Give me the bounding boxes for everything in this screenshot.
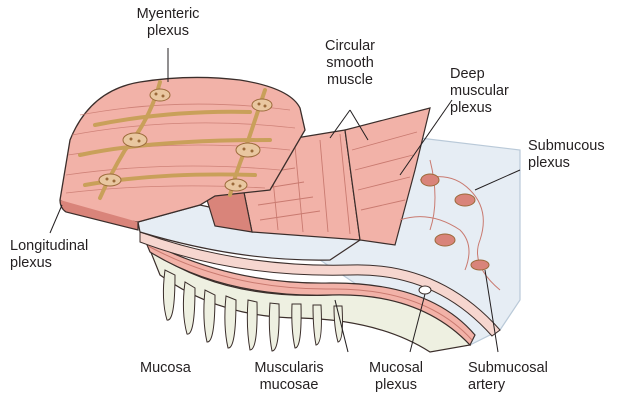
label-mucosa: Mucosa	[140, 360, 191, 377]
artery-cross-section	[419, 286, 431, 294]
label-submucosal-artery: Submucosal artery	[468, 360, 548, 394]
label-longitudinal-plexus: Longitudinal plexus	[10, 238, 88, 272]
label-submucous-plexus: Submucous plexus	[528, 138, 605, 172]
label-myenteric-plexus: Myenteric plexus	[128, 6, 208, 40]
label-muscularis-mucosae: Muscularis mucosae	[245, 360, 333, 394]
label-deep-muscular-plexus: Deep muscular plexus	[450, 66, 509, 117]
label-circular-smooth-muscle: Circular smooth muscle	[314, 38, 386, 89]
label-mucosal-plexus: Mucosal plexus	[364, 360, 428, 394]
